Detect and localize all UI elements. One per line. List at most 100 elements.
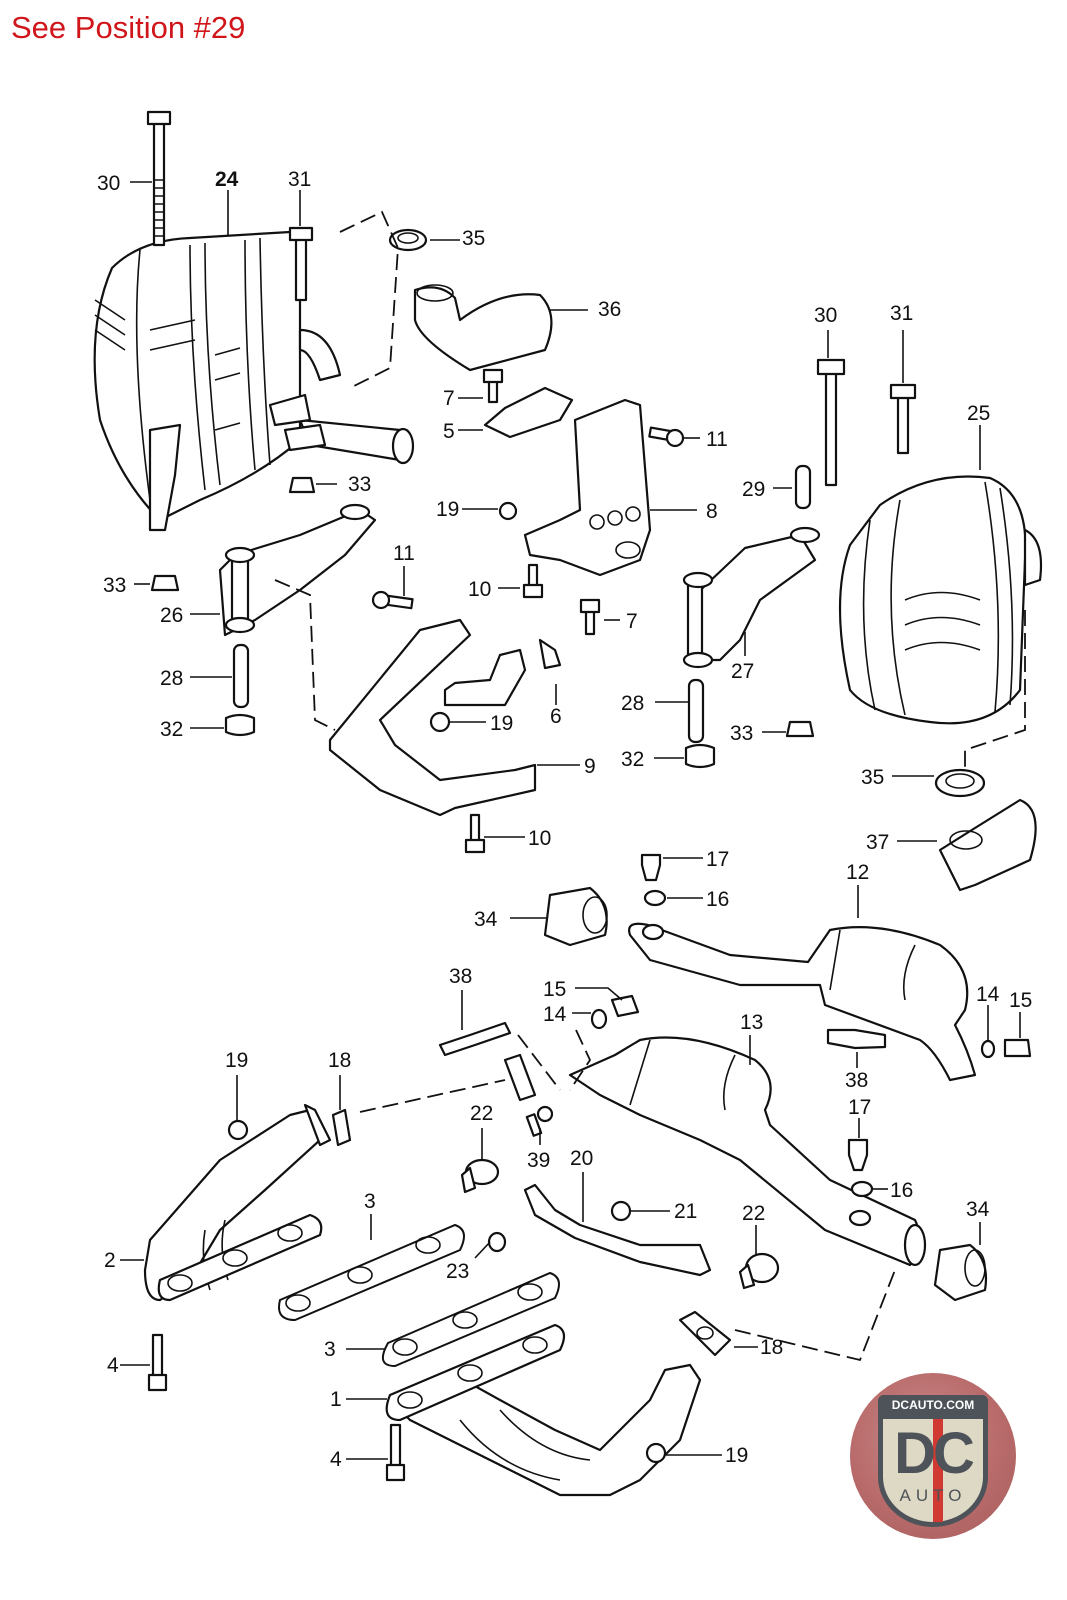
- part-29-sleeve[interactable]: [794, 464, 812, 510]
- part-19-nut-mid[interactable]: [429, 711, 451, 733]
- part-13-catalytic-converter[interactable]: [568, 1036, 927, 1267]
- part-7-bolt-top[interactable]: [482, 368, 504, 404]
- part-28-pin-right[interactable]: [687, 678, 705, 744]
- part-2-exhaust-manifold-left[interactable]: [143, 1103, 332, 1302]
- label-7: 7: [626, 610, 638, 633]
- part-15-plug-upper[interactable]: [610, 994, 640, 1018]
- label-21: 21: [674, 1200, 697, 1223]
- part-33-nut-left-top[interactable]: [288, 476, 316, 494]
- label-20: 20: [570, 1147, 593, 1170]
- part-26-mount[interactable]: [218, 503, 377, 637]
- leader-sensor-flange: [517, 1029, 592, 1091]
- part-3-gasket-upper[interactable]: [278, 1223, 465, 1322]
- leader-manifold-flange: [359, 1079, 506, 1113]
- part-28-pin-left[interactable]: [232, 643, 250, 709]
- label-16: 16: [706, 888, 729, 911]
- part-7-bolt-mid[interactable]: [579, 598, 601, 636]
- part-27-mount[interactable]: [682, 526, 821, 669]
- label-36: 36: [598, 298, 621, 321]
- position-note: See Position #29: [11, 10, 246, 45]
- leader-mount-crossmember: [274, 579, 336, 731]
- part-17-plug-lower[interactable]: [847, 1138, 869, 1172]
- part-21-nut[interactable]: [610, 1200, 632, 1222]
- part-18-gasket-upper[interactable]: [331, 1108, 352, 1147]
- part-14-washer-right[interactable]: [980, 1039, 996, 1059]
- label-4: 4: [330, 1448, 342, 1471]
- part-34-clamp-upper[interactable]: [543, 886, 608, 947]
- part-18-gasket-lower[interactable]: [678, 1310, 732, 1357]
- part-12-catalytic-converter[interactable]: [628, 922, 977, 1082]
- part-15-plug-right[interactable]: [1003, 1038, 1032, 1058]
- part-5-bracket[interactable]: [483, 386, 574, 439]
- part-4-bolt-left[interactable]: [147, 1333, 168, 1392]
- part-30-long-bolt-left[interactable]: [146, 110, 172, 247]
- part-19-nut-upper[interactable]: [498, 501, 518, 521]
- part-25-right-muffler[interactable]: [838, 475, 1043, 725]
- part-22-clamp-left[interactable]: [460, 1158, 500, 1194]
- part-24-left-muffler[interactable]: [93, 230, 415, 532]
- label-35: 35: [861, 766, 884, 789]
- part-19-nut-lower[interactable]: [645, 1442, 667, 1464]
- part-20-bracket[interactable]: [523, 1183, 712, 1277]
- part-33-nut-left-bottom[interactable]: [150, 574, 180, 592]
- label-14: 14: [976, 983, 1000, 1006]
- label-15: 15: [543, 978, 566, 1001]
- label-19: 19: [436, 498, 459, 521]
- part-38-oxygen-sensor-left[interactable]: [438, 1021, 512, 1057]
- part-3-gasket-lower[interactable]: [381, 1271, 560, 1368]
- part-17-plug-upper[interactable]: [640, 853, 662, 882]
- leader-right-manifold-pipe: [734, 1269, 896, 1362]
- part-31-bolt-right[interactable]: [889, 383, 917, 455]
- part-38-oxygen-sensor-right[interactable]: [826, 1028, 887, 1050]
- part-19-nut-left[interactable]: [227, 1119, 249, 1141]
- label-34: 34: [474, 908, 498, 931]
- part-14-washer-upper[interactable]: [590, 1008, 608, 1030]
- label-16: 16: [890, 1179, 913, 1202]
- part-30-long-bolt-right[interactable]: [816, 358, 846, 487]
- logo-stripe: [933, 1400, 943, 1522]
- part-4-bolt-right[interactable]: [385, 1423, 406, 1482]
- part-36-tailpipe-left[interactable]: [413, 284, 553, 372]
- part-11-bolt-upper[interactable]: [648, 426, 685, 448]
- leader-right-muffler-clamp: [964, 610, 1026, 770]
- part-31-bolt-left[interactable]: [288, 226, 314, 302]
- label-32: 32: [160, 718, 183, 741]
- label-17: 17: [848, 1096, 871, 1119]
- part-11-bolt-lower[interactable]: [371, 590, 414, 610]
- part-flange-studs[interactable]: [503, 1053, 537, 1102]
- label-29: 29: [742, 478, 765, 501]
- part-16-washer-upper[interactable]: [643, 889, 667, 907]
- label-3: 3: [324, 1338, 336, 1361]
- part-9-crossmember[interactable]: [328, 618, 537, 817]
- label-33: 33: [348, 473, 371, 496]
- part-16-washer-lower[interactable]: [850, 1180, 874, 1198]
- part-34-clamp-lower[interactable]: [933, 1243, 988, 1302]
- part-23-bushing[interactable]: [487, 1231, 507, 1253]
- part-1-flange[interactable]: [385, 1323, 566, 1422]
- label-9: 9: [584, 755, 596, 778]
- part-35-clamp-left[interactable]: [388, 228, 428, 252]
- label-4: 4: [107, 1354, 119, 1377]
- part-8-bracket[interactable]: [523, 398, 652, 577]
- part-22-clamp-right[interactable]: [738, 1252, 780, 1290]
- part-39-bolt[interactable]: [525, 1105, 554, 1137]
- part-32-bushing-left[interactable]: [224, 713, 256, 737]
- part-32-bushing-right[interactable]: [684, 743, 716, 769]
- part-6-bracket[interactable]: [443, 638, 562, 707]
- label-38: 38: [449, 965, 472, 988]
- part-37-tailpipe-right[interactable]: [938, 798, 1037, 892]
- part-1-exhaust-manifold-right[interactable]: [388, 1363, 702, 1497]
- part-35-clamp-right[interactable]: [934, 768, 986, 798]
- label-13: 13: [740, 1011, 763, 1034]
- label-38: 38: [845, 1069, 868, 1092]
- part-10-bolt-upper[interactable]: [522, 563, 544, 599]
- label-33: 33: [103, 574, 126, 597]
- label-23: 23: [446, 1260, 469, 1283]
- part-33-nut-right[interactable]: [785, 720, 815, 738]
- label-17: 17: [706, 848, 729, 871]
- label-12: 12: [846, 861, 869, 884]
- logo-brand-text: DC: [894, 1421, 975, 1486]
- part-10-bolt-lower[interactable]: [464, 813, 486, 854]
- part-2-flange[interactable]: [157, 1213, 323, 1302]
- label-28: 28: [160, 667, 183, 690]
